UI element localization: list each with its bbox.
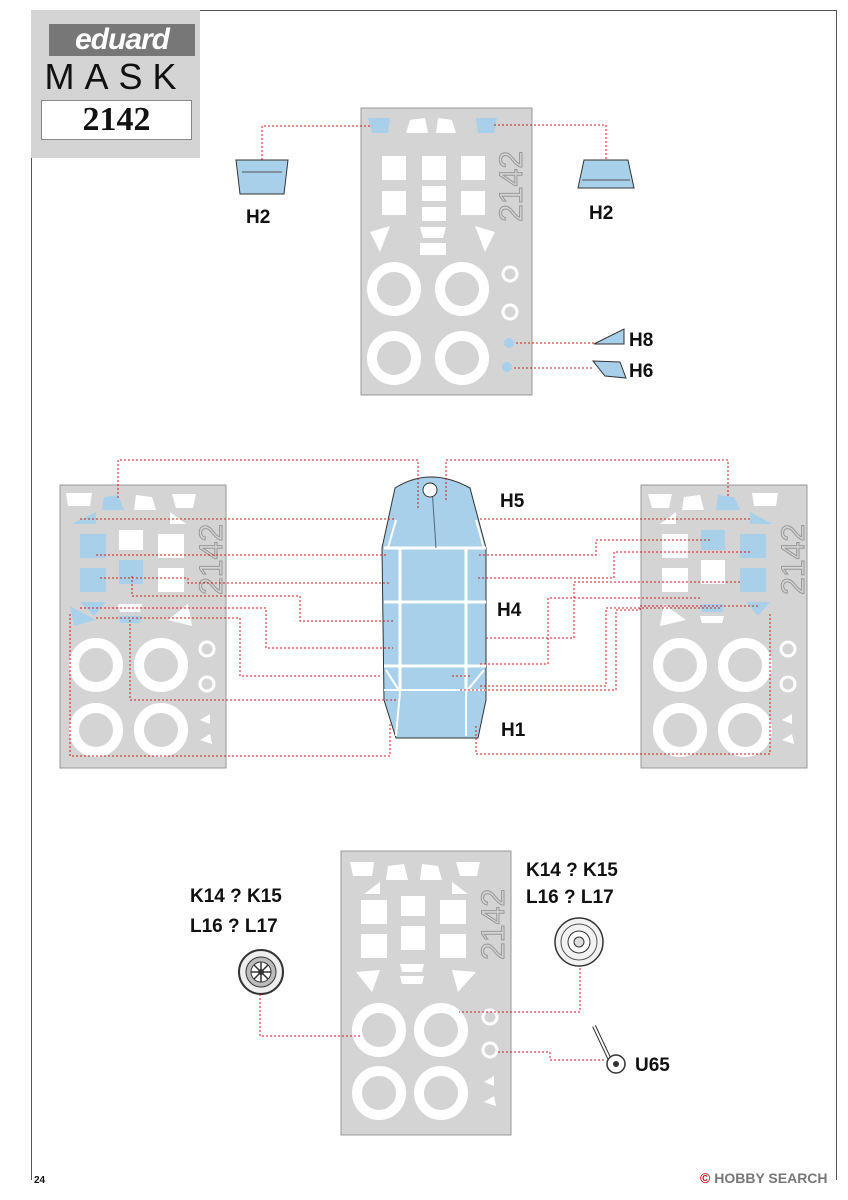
label-h2-right: H2: [589, 203, 613, 224]
label-h2-left: H2: [246, 207, 270, 228]
right-wheel: [554, 917, 604, 967]
logo-brand: eduard: [49, 24, 195, 56]
left-wheel-codes-line1: K14 ? K15: [190, 886, 282, 907]
left-wheel: [238, 949, 284, 995]
left-sheet-number: 2142: [193, 524, 229, 595]
top-mask-sheet: 2142: [360, 107, 533, 396]
label-h5: H5: [500, 491, 525, 512]
logo-number: 2142: [41, 100, 192, 140]
page-number: 24: [34, 1175, 46, 1186]
u65-tail-wheel: [592, 1025, 626, 1074]
hobby-search-watermark: © HOBBY SEARCH: [700, 1170, 828, 1186]
left-wheel-codes-line2: L16 ? L17: [190, 916, 278, 937]
logo-product: MASK: [44, 56, 187, 97]
h2-right-part: [577, 159, 635, 189]
label-h4: H4: [497, 600, 522, 621]
bottom-mask-sheet: 2142: [340, 850, 512, 1136]
label-h6: H6: [629, 361, 653, 382]
page-frame: [31, 10, 837, 1180]
eduard-mask-logo: eduard MASK 2142: [31, 10, 200, 158]
right-sheet-number: 2142: [775, 524, 811, 595]
bottom-sheet-number: 2142: [475, 889, 511, 960]
h6-part: [591, 360, 627, 379]
label-h1: H1: [501, 720, 526, 741]
label-h8: H8: [629, 330, 653, 351]
left-mask-sheet: 2142: [59, 484, 230, 769]
canopy-part: [381, 476, 487, 739]
watermark-mark: ©: [700, 1170, 711, 1186]
h2-left-part: [235, 159, 289, 195]
right-mask-sheet: 2142: [640, 484, 812, 769]
right-wheel-codes-line1: K14 ? K15: [526, 860, 618, 881]
top-sheet-number: 2142: [493, 151, 529, 222]
h8-part: [593, 328, 625, 345]
right-wheel-codes-line2: L16 ? L17: [526, 887, 614, 908]
label-u65: U65: [635, 1055, 670, 1076]
watermark-brand: HOBBY SEARCH: [714, 1170, 828, 1186]
